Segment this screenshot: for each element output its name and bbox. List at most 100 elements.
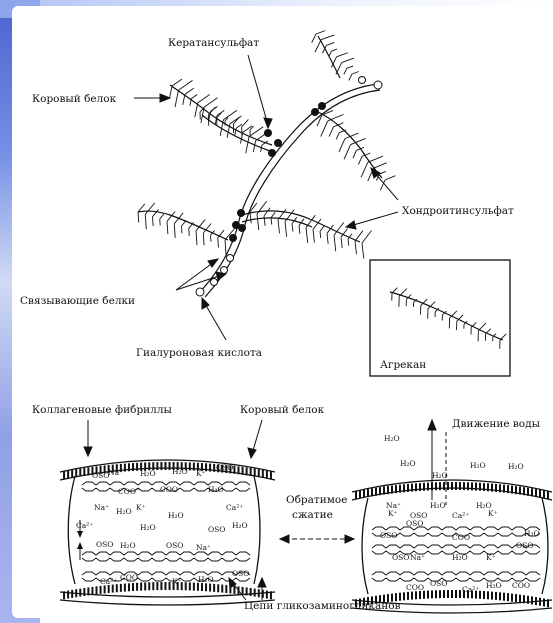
bristle bbox=[145, 203, 155, 215]
chem-label: H₂O bbox=[140, 523, 156, 532]
bristle bbox=[328, 114, 344, 121]
chem-label: Ca²⁺ bbox=[452, 511, 469, 520]
bristle bbox=[203, 233, 204, 245]
bristle bbox=[374, 163, 387, 168]
chem-label: H₂O bbox=[120, 541, 136, 550]
chem-label: H₂O bbox=[470, 461, 486, 470]
bristle bbox=[218, 238, 219, 248]
gag-chain bbox=[372, 527, 540, 530]
chem-label: COO bbox=[452, 533, 470, 542]
bristle bbox=[225, 240, 226, 255]
bristle bbox=[271, 218, 272, 225]
bristle bbox=[321, 35, 334, 40]
fibril-edge bbox=[60, 600, 275, 605]
gag-chain bbox=[82, 552, 250, 555]
bristle bbox=[326, 42, 334, 45]
bristle bbox=[355, 231, 363, 241]
bristle bbox=[336, 63, 342, 75]
water-movement-label: Движение воды bbox=[452, 418, 540, 430]
chem-label: H₂O bbox=[452, 553, 468, 562]
chem-label: K⁺ bbox=[136, 503, 146, 512]
gag-chain bbox=[372, 545, 540, 548]
chem-label: COO bbox=[512, 581, 530, 590]
bristle bbox=[320, 231, 321, 238]
chem-label: COO bbox=[406, 583, 424, 592]
link-proteins-label: Связывающие белки bbox=[20, 295, 135, 307]
chem-label: OSO bbox=[216, 463, 233, 472]
bristle bbox=[185, 88, 194, 94]
chem-label: H₂O bbox=[524, 529, 540, 538]
bristle bbox=[342, 58, 354, 63]
bristle bbox=[348, 239, 349, 246]
bristle bbox=[145, 214, 146, 229]
bristle bbox=[285, 222, 287, 237]
chem-label: H₂O bbox=[168, 511, 184, 520]
chem-label: H₂O bbox=[430, 501, 446, 510]
bristle bbox=[198, 94, 210, 102]
chem-label: Na⁺ bbox=[410, 553, 425, 562]
bristle bbox=[358, 156, 362, 164]
chem-label: Ca²⁺ bbox=[100, 577, 117, 586]
bristle bbox=[385, 176, 395, 180]
chem-label: COO bbox=[160, 485, 178, 494]
bristle bbox=[329, 51, 332, 56]
bristle bbox=[331, 49, 337, 51]
reversible-label-line1: Обратимое bbox=[286, 494, 347, 506]
bristle bbox=[208, 107, 215, 115]
bristle bbox=[353, 150, 356, 158]
chem-label: Na⁺ bbox=[108, 468, 123, 477]
aggrecan-inset-label: Агрекан bbox=[380, 359, 426, 371]
chem-label: K⁺ bbox=[196, 469, 206, 478]
bristle bbox=[175, 90, 178, 107]
bristle bbox=[167, 221, 168, 234]
bristle bbox=[160, 214, 164, 219]
bristle bbox=[153, 217, 154, 226]
bristle bbox=[230, 116, 242, 124]
core-protein-label-top: Коровый белок bbox=[32, 93, 117, 105]
bristle bbox=[191, 94, 197, 98]
top-label-arrows bbox=[134, 55, 398, 340]
bristle bbox=[352, 72, 359, 74]
bristle bbox=[339, 139, 345, 152]
bristle bbox=[306, 228, 308, 243]
chem-label: OSO bbox=[392, 553, 409, 562]
chem-label: OSO bbox=[406, 519, 423, 528]
chem-label: H₂O bbox=[208, 485, 224, 494]
chem-label: Na⁺ bbox=[94, 503, 109, 512]
chem-label: H₂O bbox=[384, 434, 400, 443]
chem-label: H₂O bbox=[172, 467, 188, 476]
bristle bbox=[174, 213, 183, 224]
bristle bbox=[278, 220, 280, 234]
core-protein-label-bottom: Коровый белок bbox=[240, 404, 325, 416]
bristle bbox=[368, 156, 383, 162]
chem-label: COO bbox=[120, 573, 138, 582]
core-protein-branch-4 bbox=[242, 211, 360, 242]
hyaluronic-acid-backbone bbox=[200, 84, 378, 292]
bristle bbox=[333, 123, 343, 127]
bristle bbox=[196, 231, 197, 245]
chem-label: OSO bbox=[208, 525, 225, 534]
bristle bbox=[315, 40, 321, 53]
bristle bbox=[316, 31, 325, 34]
chem-label: H₂O bbox=[198, 575, 214, 584]
bristle bbox=[334, 222, 344, 235]
bristle bbox=[242, 119, 249, 127]
bristle bbox=[292, 224, 293, 232]
gag-chain bbox=[82, 572, 250, 575]
keratan-sulfate-label: Кератансульфат bbox=[168, 37, 259, 49]
chem-label: Ca²⁺ bbox=[76, 521, 93, 530]
collagen-fibrils-label: Коллагеновые фибриллы bbox=[32, 404, 172, 416]
bristle bbox=[183, 94, 185, 105]
bristle bbox=[170, 86, 172, 98]
bristle bbox=[312, 34, 316, 43]
chem-label: OSO bbox=[380, 531, 397, 540]
core-protein-branch-5 bbox=[138, 211, 228, 240]
bristle bbox=[153, 209, 159, 216]
bristle bbox=[344, 68, 347, 74]
bristle bbox=[257, 201, 267, 214]
bristle bbox=[246, 137, 249, 154]
bristle bbox=[336, 133, 339, 140]
bristle bbox=[250, 212, 251, 223]
